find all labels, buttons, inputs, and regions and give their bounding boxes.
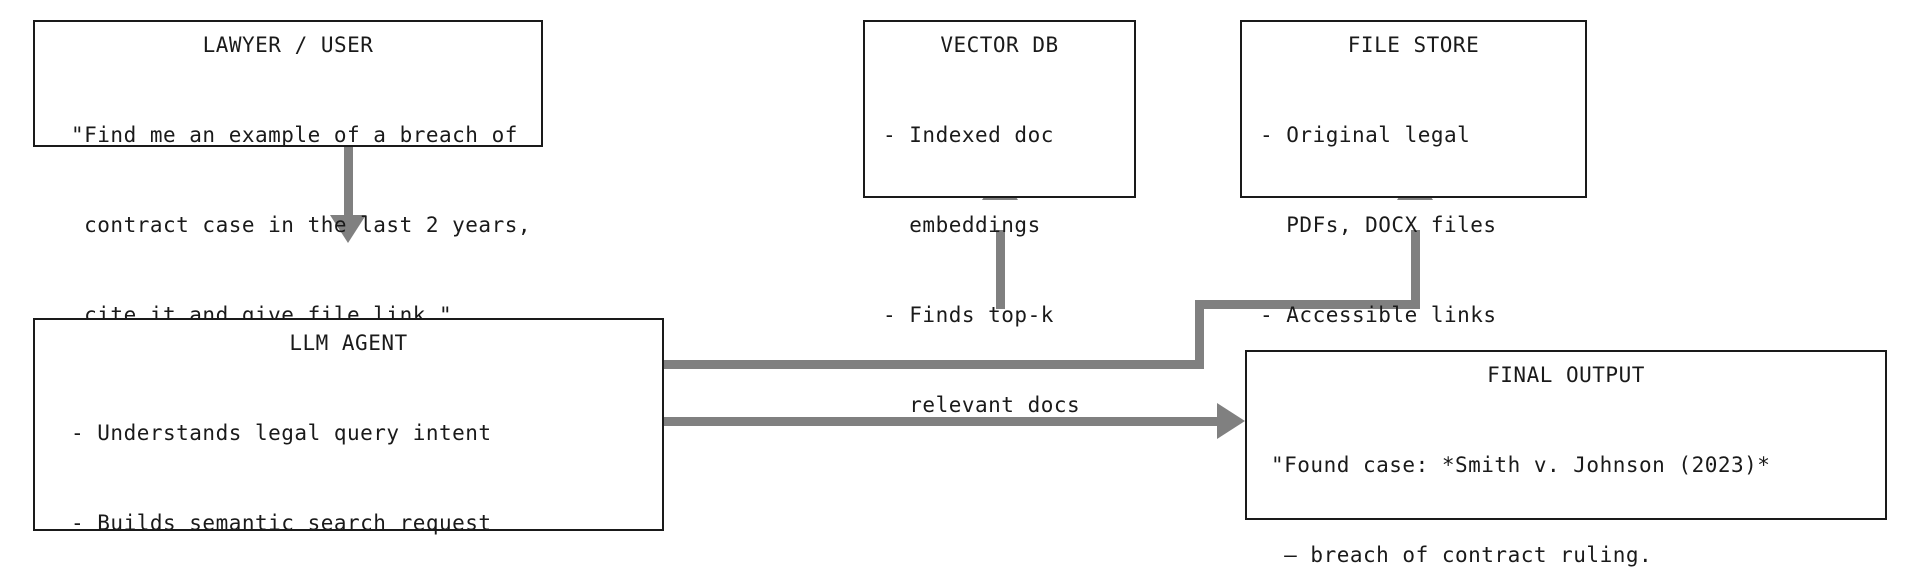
connector-agent-to-file-store-stem	[1411, 230, 1420, 308]
connector-agent-to-stores-segment-h-upper-right	[1195, 300, 1420, 309]
node-final-output-line-1: "Found case: *Smith v. Johnson (2023)*	[1271, 453, 1771, 477]
connector-agent-to-final-output-arrowhead-icon	[1217, 403, 1245, 439]
node-file-store[interactable]: FILE STORE - Original legal PDFs, DOCX f…	[1240, 20, 1587, 417]
node-final-output[interactable]: FINAL OUTPUT "Found case: *Smith v. John…	[1245, 350, 1887, 567]
node-final-output-body: "Found case: *Smith v. Johnson (2023)* —…	[1247, 390, 1885, 568]
node-lawyer-user-line-1: "Find me an example of a breach of	[71, 123, 518, 147]
node-lawyer-user-line-2: contract case in the last 2 years,	[71, 213, 532, 237]
node-file-store-line-2: PDFs, DOCX files	[1260, 213, 1497, 237]
node-vector-db-line-2: embeddings	[883, 213, 1041, 237]
node-llm-agent-title: LLM AGENT	[289, 331, 408, 355]
node-file-store-line-3: - Accessible links	[1260, 303, 1497, 327]
node-llm-agent-line-2: - Builds semantic search request	[71, 511, 492, 535]
connector-agent-to-stores-segment-v-riser	[1195, 300, 1204, 368]
node-vector-db-line-4: relevant docs	[883, 393, 1081, 417]
connector-agent-to-final-output-stem	[664, 417, 1229, 426]
node-llm-agent[interactable]: LLM AGENT - Understands legal query inte…	[33, 318, 664, 535]
node-vector-db-title: VECTOR DB	[940, 33, 1059, 57]
node-file-store-title: FILE STORE	[1347, 33, 1480, 57]
node-llm-agent-line-1: - Understands legal query intent	[71, 421, 492, 445]
node-file-store-line-1: - Original legal	[1260, 123, 1471, 147]
connector-user-to-agent-arrowhead-icon	[330, 215, 366, 243]
node-lawyer-user-title: LAWYER / USER	[202, 33, 374, 57]
node-final-output-line-2: — breach of contract ruling.	[1271, 543, 1653, 567]
connector-user-to-agent-stem	[344, 147, 353, 217]
node-final-output-title: FINAL OUTPUT	[1487, 363, 1645, 387]
node-vector-db-line-1: - Indexed doc	[883, 123, 1054, 147]
node-vector-db-line-3: - Finds top-k	[883, 303, 1054, 327]
node-llm-agent-body: - Understands legal query intent - Build…	[35, 358, 662, 568]
connector-agent-to-stores-segment-h-lower	[664, 360, 1204, 369]
connector-agent-to-vector-db-stem	[996, 230, 1005, 308]
node-lawyer-user[interactable]: LAWYER / USER "Find me an example of a b…	[33, 20, 543, 327]
node-vector-db-body: - Indexed doc embeddings - Finds top-k r…	[865, 60, 1134, 480]
node-vector-db[interactable]: VECTOR DB - Indexed doc embeddings - Fin…	[863, 20, 1136, 417]
